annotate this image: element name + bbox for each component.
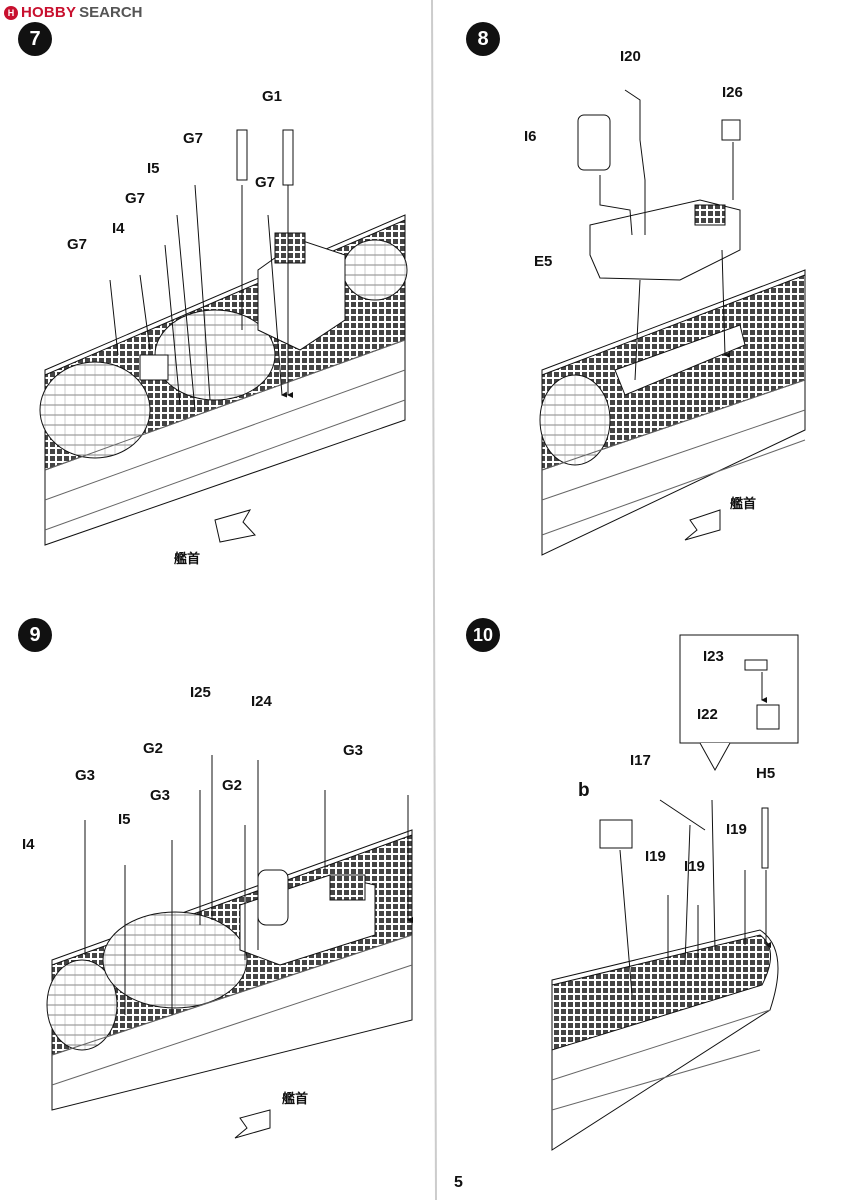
step-10-diagram [551, 634, 799, 1151]
step-10-number: 10 [466, 618, 500, 652]
part-label-g7: G7 [67, 236, 88, 253]
step-7-number: 7 [18, 22, 52, 56]
watermark-brand-b: SEARCH [79, 4, 143, 21]
part-label-g7: G7 [125, 190, 146, 207]
part-label-i5: I5 [118, 811, 131, 828]
bow-direction-label: 艦首 [730, 497, 757, 512]
step-8-diagram [539, 89, 806, 556]
part-label-g3: G3 [150, 787, 171, 804]
part-label-g1: G1 [262, 88, 283, 105]
step-9-number: 9 [18, 618, 52, 652]
part-label-b: b [578, 780, 590, 801]
part-label-i5: I5 [147, 160, 160, 177]
part-label-i19: I19 [684, 858, 705, 875]
part-label-i19: I19 [645, 848, 666, 865]
bow-direction-label: 艦首 [282, 1092, 309, 1107]
part-label-i4: I4 [112, 220, 125, 237]
part-label-i20: I20 [620, 48, 641, 65]
part-label-g2: G2 [222, 777, 243, 794]
part-label-g3: G3 [75, 767, 96, 784]
part-label-e5: E5 [534, 253, 553, 270]
part-label-i22: I22 [697, 706, 718, 723]
part-label-g7: G7 [255, 174, 276, 191]
part-label-i25: I25 [190, 684, 211, 701]
step-7-diagram [39, 129, 408, 546]
part-label-g2: G2 [143, 740, 164, 757]
watermark-brand-a: HOBBY [21, 4, 77, 21]
hobby-search-watermark: H HOBBY SEARCH [4, 4, 143, 21]
part-label-i17: I17 [630, 752, 651, 769]
part-label-i4: I4 [22, 836, 35, 853]
part-label-g7: G7 [183, 130, 204, 147]
part-label-i19: I19 [726, 821, 747, 838]
page-fold-line [431, 0, 437, 1200]
step-8-number: 8 [466, 22, 500, 56]
part-label-i23: I23 [703, 648, 724, 665]
part-label-i26: I26 [722, 84, 743, 101]
part-label-g3: G3 [343, 742, 364, 759]
part-label-i6: I6 [524, 128, 537, 145]
page-number: 5 [454, 1174, 463, 1191]
part-label-i24: I24 [251, 693, 272, 710]
hobby-search-logo-icon: H [4, 5, 18, 20]
bow-direction-label: 艦首 [174, 552, 201, 567]
step-9-diagram [46, 755, 412, 1139]
part-label-h5: H5 [756, 765, 776, 782]
